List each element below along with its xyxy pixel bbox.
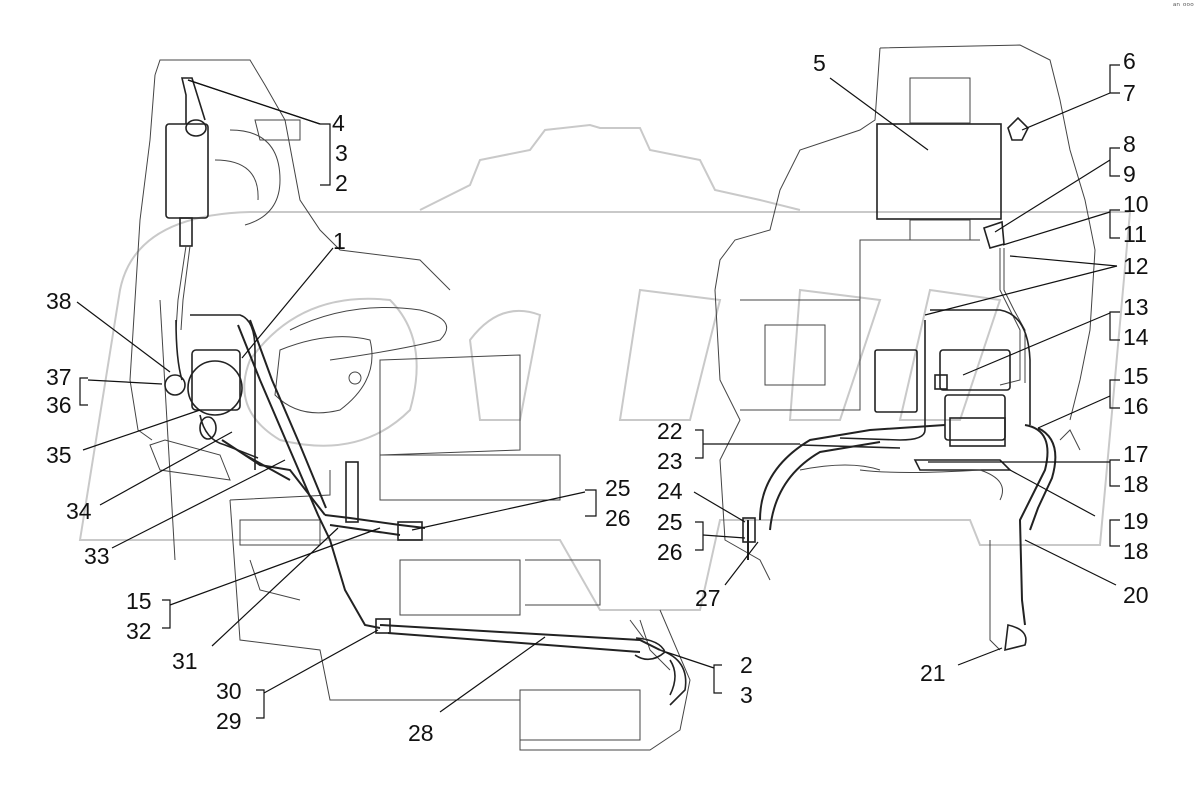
callout-26-right: 26 [657, 539, 683, 565]
callout-6: 6 [1123, 48, 1136, 74]
callout-25-middle: 25 [605, 475, 631, 501]
callout-14: 14 [1123, 324, 1149, 350]
callout-37: 37 [46, 364, 72, 390]
callout-3-bottom: 3 [740, 682, 753, 708]
callout-18: 18 [1123, 471, 1149, 497]
callout-13: 13 [1123, 294, 1149, 320]
callout-9: 9 [1123, 161, 1136, 187]
callout-2-bottom: 2 [740, 652, 753, 678]
callout-22: 22 [657, 418, 683, 444]
callout-30: 30 [216, 678, 242, 704]
callout-15-right: 15 [1123, 363, 1149, 389]
left-assembly [129, 59, 691, 751]
callout-18-lower: 18 [1123, 538, 1149, 564]
callout-35: 35 [46, 442, 72, 468]
callout-29: 29 [216, 708, 242, 734]
watermark [78, 123, 1132, 611]
callout-1: 1 [333, 228, 346, 254]
callout-17: 17 [1123, 441, 1149, 467]
right-assembly [714, 44, 1096, 652]
callout-36: 36 [46, 392, 72, 418]
callout-7: 7 [1123, 80, 1136, 106]
callout-21: 21 [920, 660, 946, 686]
callout-33: 33 [84, 543, 110, 569]
callout-15-left: 15 [126, 588, 152, 614]
callout-19: 19 [1123, 508, 1149, 534]
callout-34: 34 [66, 498, 92, 524]
leader-lines [76, 64, 1120, 719]
callout-31: 31 [172, 648, 198, 674]
corner-mark: ᵃⁿ ᵒᵒᵒ [1172, 2, 1194, 12]
callout-8: 8 [1123, 131, 1136, 157]
callout-16: 16 [1123, 393, 1149, 419]
callout-32: 32 [126, 618, 152, 644]
callout-4: 4 [332, 110, 345, 136]
callout-25-right: 25 [657, 509, 683, 535]
callout-24: 24 [657, 478, 683, 504]
callout-20: 20 [1123, 582, 1149, 608]
callout-12: 12 [1123, 253, 1149, 279]
callout-3: 3 [335, 140, 348, 166]
callout-11: 11 [1123, 221, 1147, 247]
callout-38: 38 [46, 288, 72, 314]
callout-26-middle: 26 [605, 505, 631, 531]
callout-23: 23 [657, 448, 683, 474]
callout-2: 2 [335, 170, 348, 196]
callout-28: 28 [408, 720, 434, 746]
callout-10: 10 [1123, 191, 1149, 217]
callout-27: 27 [695, 585, 721, 611]
callout-5: 5 [813, 50, 826, 76]
